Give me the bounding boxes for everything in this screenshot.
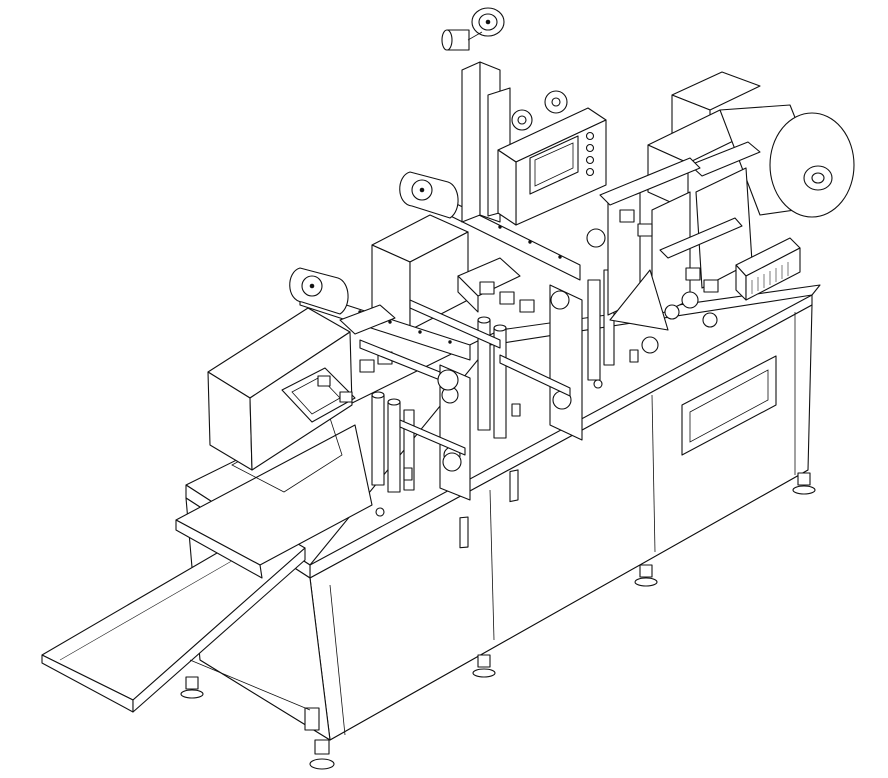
middle-lower-guide: [409, 299, 501, 349]
table-fasteners: [375, 349, 639, 517]
film-roll-face: [769, 112, 855, 218]
right-upper-block: [689, 141, 761, 177]
cabinet-corner-post: [329, 584, 346, 736]
upper-tower: [441, 7, 607, 226]
infeed-conveyor: [41, 411, 373, 713]
middle-small-parts: [437, 281, 572, 472]
left-cylinders: [371, 391, 415, 493]
conveyor-ramp-edge: [132, 547, 306, 713]
controller-screen: [529, 135, 579, 195]
right-small-parts: [586, 209, 719, 354]
control-box-side: [497, 149, 517, 226]
inspection-window-inner: [689, 369, 769, 443]
middle-linear-guide: [499, 354, 571, 397]
controller-buttons: [585, 131, 595, 177]
heater-fins: [751, 262, 789, 294]
folding-former: [609, 269, 669, 331]
left-gripper-block: [281, 367, 356, 423]
right-station: [586, 71, 855, 354]
top-motor-cap: [441, 29, 453, 51]
base-rail-front: [329, 469, 809, 741]
leveling-feet: [180, 472, 816, 770]
heater-block-front: [745, 247, 801, 301]
door-handle-2: [509, 469, 519, 503]
middle-clamp-plate: [339, 304, 396, 335]
middle-cylinders: [477, 269, 615, 439]
middle-station: [339, 171, 615, 472]
door-divider-2: [651, 394, 656, 553]
feed-tray-lip: [175, 519, 263, 579]
left-station: [281, 267, 471, 501]
door-handle-1: [459, 516, 469, 549]
middle-block-side: [457, 275, 479, 313]
ramp-support: [189, 659, 311, 711]
inspection-window: [681, 355, 777, 456]
left-linear-guide: [399, 419, 466, 456]
right-lower-guide: [659, 217, 743, 259]
tower-column-left: [461, 61, 481, 223]
right-linear-guide: [599, 157, 701, 206]
controller-screen-inner: [534, 142, 574, 187]
door-divider-1: [489, 489, 495, 641]
middle-vertical-plate: [549, 284, 583, 441]
side-latch: [304, 707, 320, 731]
